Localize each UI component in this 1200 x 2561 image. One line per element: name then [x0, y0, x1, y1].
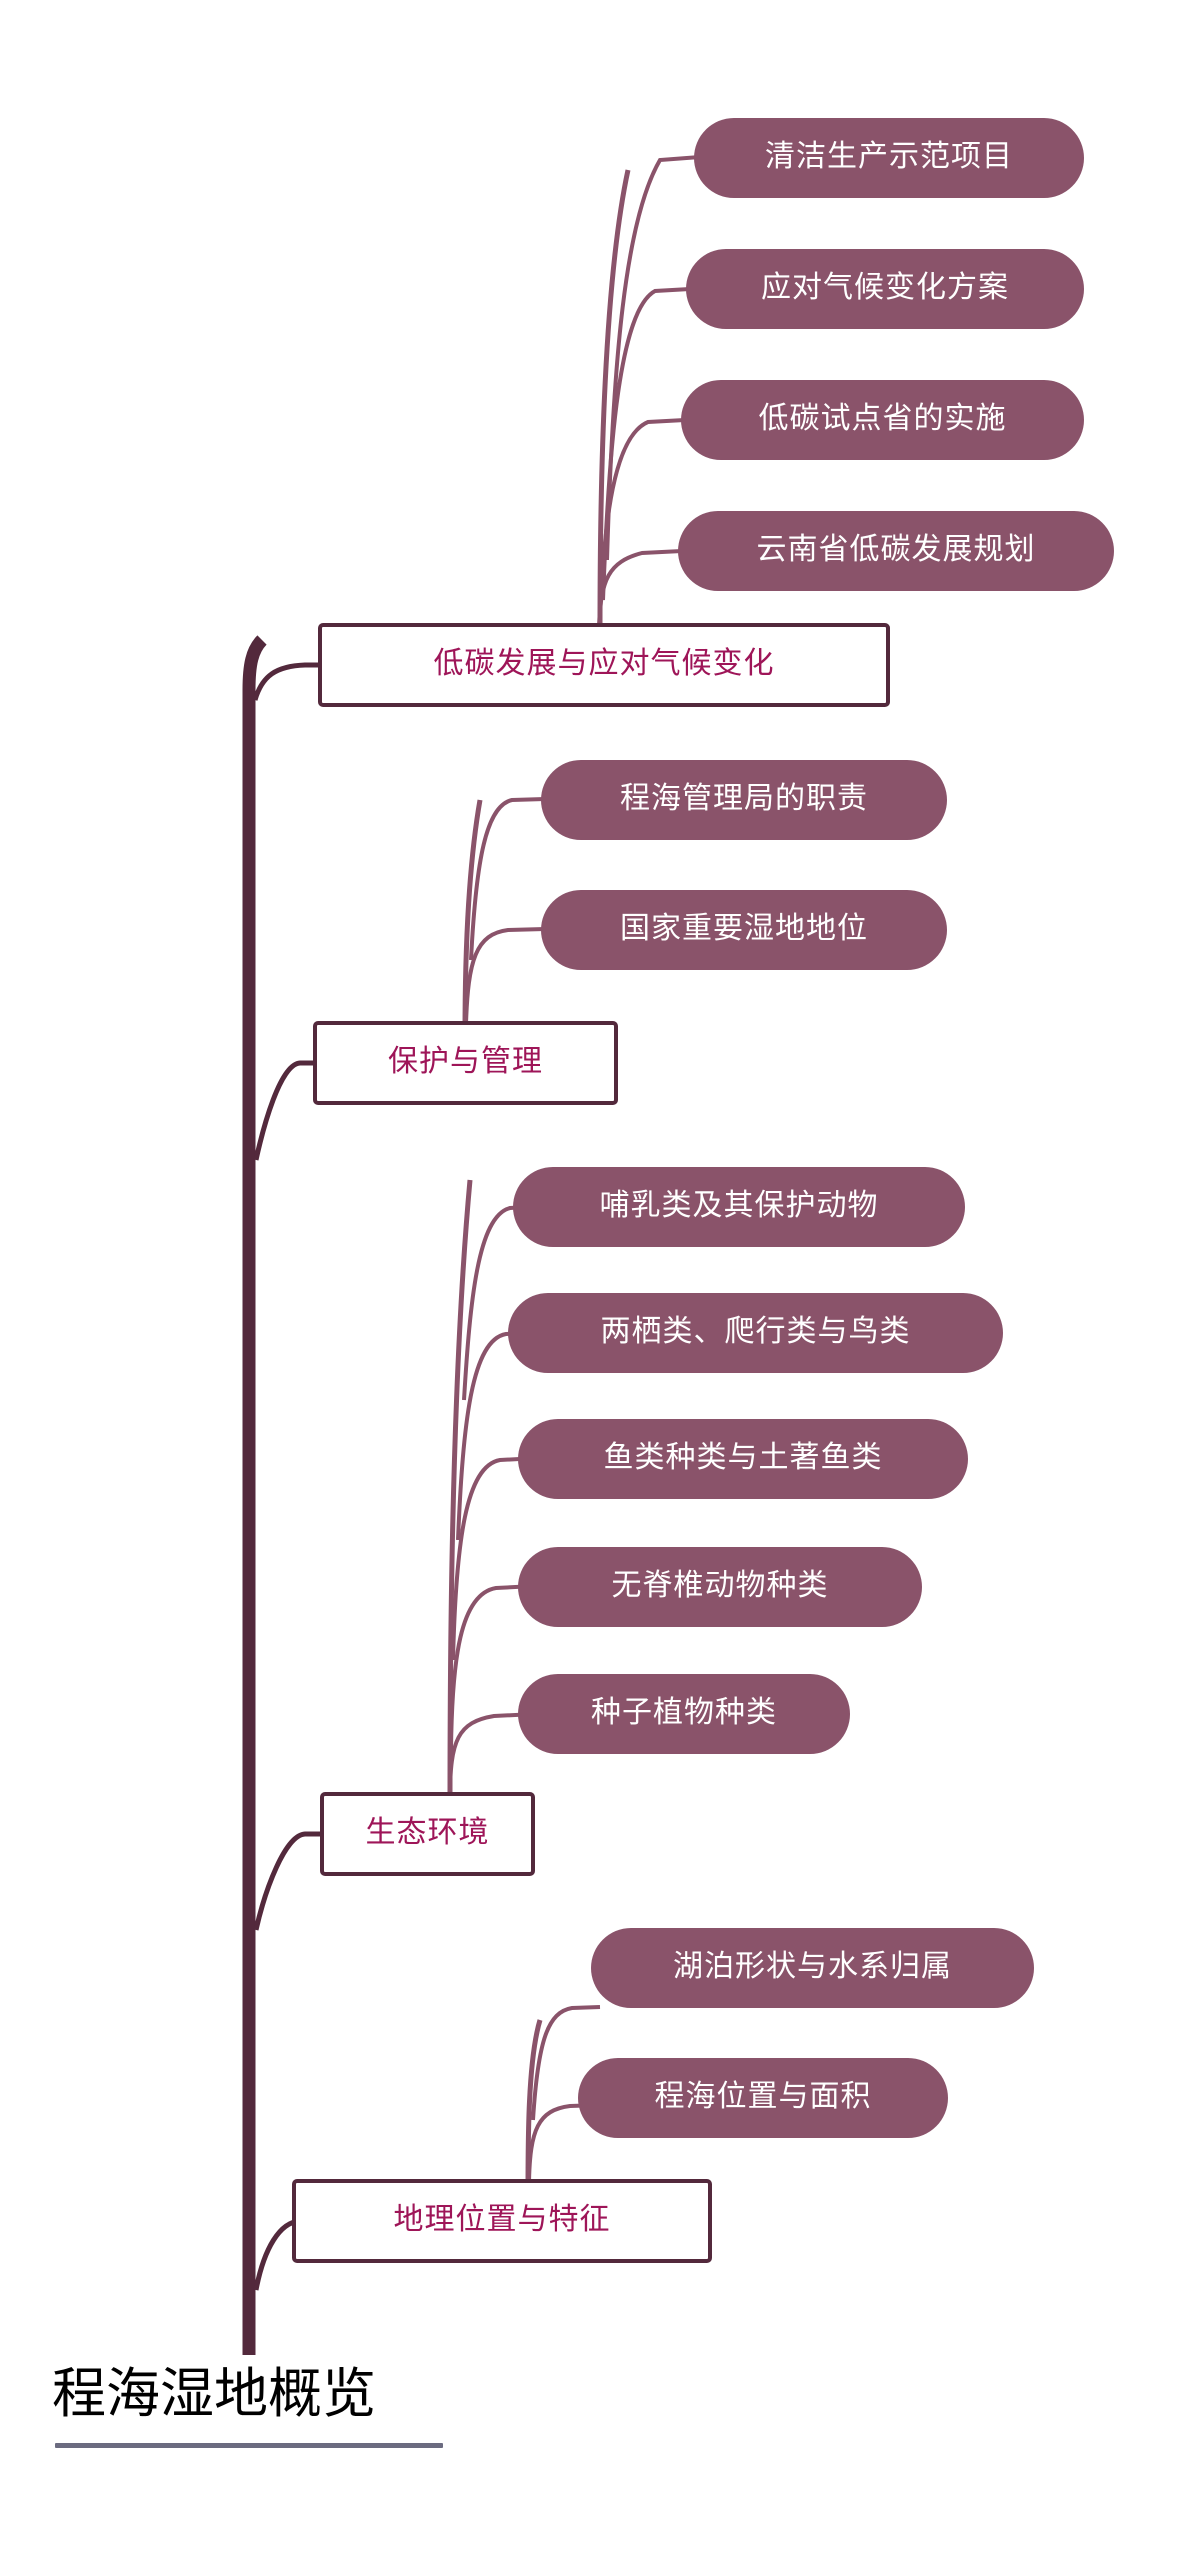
connector-leaf-amphibians — [456, 1330, 541, 1541]
leaf-node[interactable]: 低碳试点省的实施 — [681, 380, 1084, 460]
leaf-node-label: 低碳试点省的实施 — [758, 402, 1007, 435]
branch-node-label: 生态环境 — [365, 1816, 490, 1849]
leaf-node[interactable]: 两栖类、爬行类与鸟类 — [508, 1293, 1003, 1373]
leaf-node[interactable]: 种子植物种类 — [518, 1674, 850, 1754]
leaf-node-label: 程海位置与面积 — [654, 2080, 872, 2113]
leaf-node[interactable]: 无脊椎动物种类 — [518, 1547, 922, 1627]
leaf-node-label: 程海管理局的职责 — [620, 782, 868, 815]
connector-leaf-fish — [451, 1456, 539, 1661]
branch-node[interactable]: 保护与管理 — [313, 1021, 618, 1105]
connector-branch-low-carbon — [252, 662, 318, 701]
leaf-node-label: 应对气候变化方案 — [761, 271, 1009, 304]
leaf-node-label: 无脊椎动物种类 — [611, 1569, 829, 1602]
leaf-node[interactable]: 应对气候变化方案 — [686, 249, 1084, 329]
leaf-node[interactable]: 程海位置与面积 — [578, 2058, 948, 2138]
root-title[interactable]: 程海湿地概览 — [52, 2366, 376, 2423]
leaf-node[interactable]: 哺乳类及其保护动物 — [513, 1167, 965, 1247]
leaf-node[interactable]: 国家重要湿地地位 — [541, 890, 947, 970]
connector-leaf-yunnan — [597, 549, 683, 627]
leaf-node[interactable]: 程海管理局的职责 — [541, 760, 947, 840]
connector-leaf-ditan — [598, 418, 686, 619]
leaf-node-label: 湖泊形状与水系归属 — [673, 1950, 952, 1983]
connector-leaf-lake-shape — [531, 2005, 601, 2121]
leaf-node[interactable]: 鱼类种类与土著鱼类 — [518, 1419, 968, 1499]
leaf-node[interactable]: 云南省低碳发展规划 — [678, 511, 1114, 591]
connector-leaf-invertebrates — [449, 1584, 536, 1751]
connector-leaf-chenghai-bureau — [469, 797, 546, 961]
branch-node-label: 地理位置与特征 — [393, 2203, 611, 2236]
leaf-node-label: 鱼类种类与土著鱼类 — [603, 1441, 883, 1474]
branch-node-label: 保护与管理 — [388, 1045, 543, 1078]
root-title-label: 程海湿地概览 — [52, 2364, 376, 2424]
connector-leaf-wetland-status — [464, 927, 546, 1025]
connector-leaf-location-area — [527, 2103, 601, 2183]
root-title-underline — [55, 2443, 443, 2448]
branch-node[interactable]: 地理位置与特征 — [292, 2179, 712, 2263]
leaf-node-label: 国家重要湿地地位 — [620, 912, 868, 945]
leaf-node-label: 清洁生产示范项目 — [765, 140, 1013, 173]
leaf-node-label: 云南省低碳发展规划 — [756, 533, 1036, 566]
leaf-node[interactable]: 清洁生产示范项目 — [694, 118, 1084, 198]
connector-branch-protection — [253, 1060, 313, 1161]
leaf-node-label: 种子植物种类 — [591, 1696, 777, 1729]
branch-node[interactable]: 生态环境 — [320, 1792, 535, 1876]
connector-branch-ecology — [253, 1831, 320, 1931]
connector-leaf-seed-plants — [448, 1712, 536, 1799]
leaf-node[interactable]: 湖泊形状与水系归属 — [591, 1928, 1034, 2008]
leaf-node-label: 两栖类、爬行类与鸟类 — [600, 1315, 911, 1348]
leaf-node-label: 哺乳类及其保护动物 — [599, 1189, 879, 1222]
branch-node-label: 低碳发展与应对气候变化 — [433, 647, 775, 680]
branch-node[interactable]: 低碳发展与应对气候变化 — [318, 623, 890, 707]
connector-leaf-mammals — [462, 1204, 546, 1401]
trunk-line — [242, 635, 267, 2355]
